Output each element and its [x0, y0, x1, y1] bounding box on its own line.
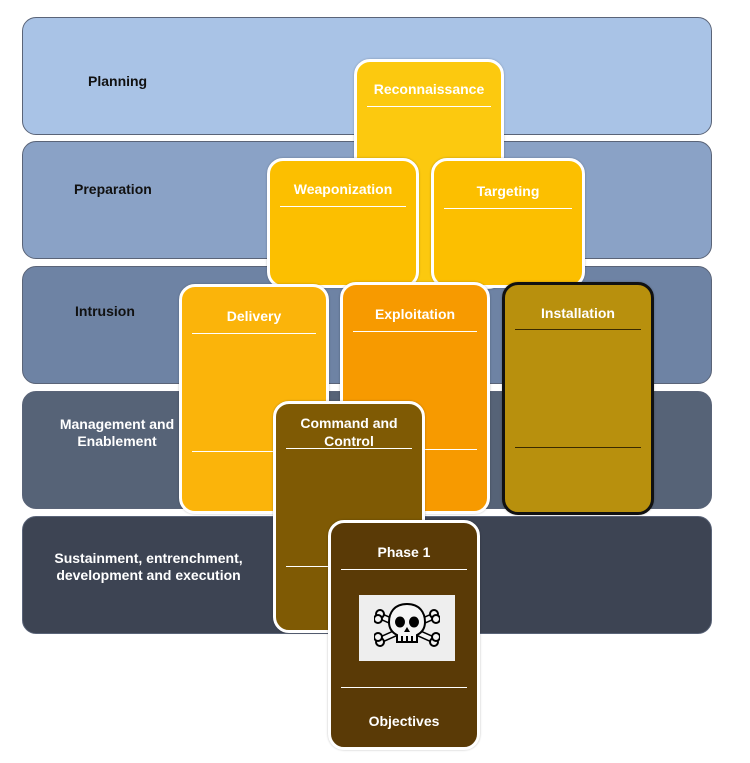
- card-title-command-control: Command and Control: [276, 414, 422, 450]
- band-label-intrusion: Intrusion: [75, 303, 135, 319]
- card-weaponization: Weaponization: [267, 158, 419, 288]
- card-rule: [280, 206, 406, 207]
- card-rule: [341, 569, 467, 570]
- skull-image-box: [359, 595, 455, 661]
- card-title-line: Control: [324, 433, 374, 449]
- card-title-delivery: Delivery: [226, 308, 282, 324]
- band-label-sustainment: Sustainment, entrenchment, development a…: [54, 550, 243, 583]
- card-rule: [515, 329, 641, 330]
- card-rule: [353, 331, 477, 332]
- card-rule: [367, 106, 491, 107]
- card-title-exploitation: Exploitation: [374, 306, 456, 322]
- card-title-targeting: Targeting: [476, 183, 540, 199]
- card-title-phase1: Phase 1: [377, 544, 431, 560]
- card-rule: [286, 448, 412, 449]
- card-rule: [192, 451, 316, 452]
- band-label-management: Management and Enablement: [59, 416, 175, 449]
- card-rule: [192, 333, 316, 334]
- skull-crossbones-icon: [374, 602, 440, 647]
- card-footer-objectives: Objectives: [368, 713, 440, 729]
- card-phase1: Phase 1 Objec: [328, 520, 480, 750]
- card-targeting: Targeting: [431, 158, 585, 288]
- band-label-preparation: Preparation: [74, 181, 152, 197]
- card-rule: [444, 208, 572, 209]
- card-installation: Installation: [502, 282, 654, 515]
- card-title-installation: Installation: [541, 305, 615, 321]
- band-label-planning: Planning: [88, 73, 148, 89]
- card-rule: [341, 687, 467, 688]
- card-title-weaponization: Weaponization: [293, 181, 393, 197]
- card-title-line: Command and: [300, 415, 398, 431]
- card-title-reconnaissance: Reconnaissance: [373, 81, 485, 97]
- card-rule: [515, 447, 641, 448]
